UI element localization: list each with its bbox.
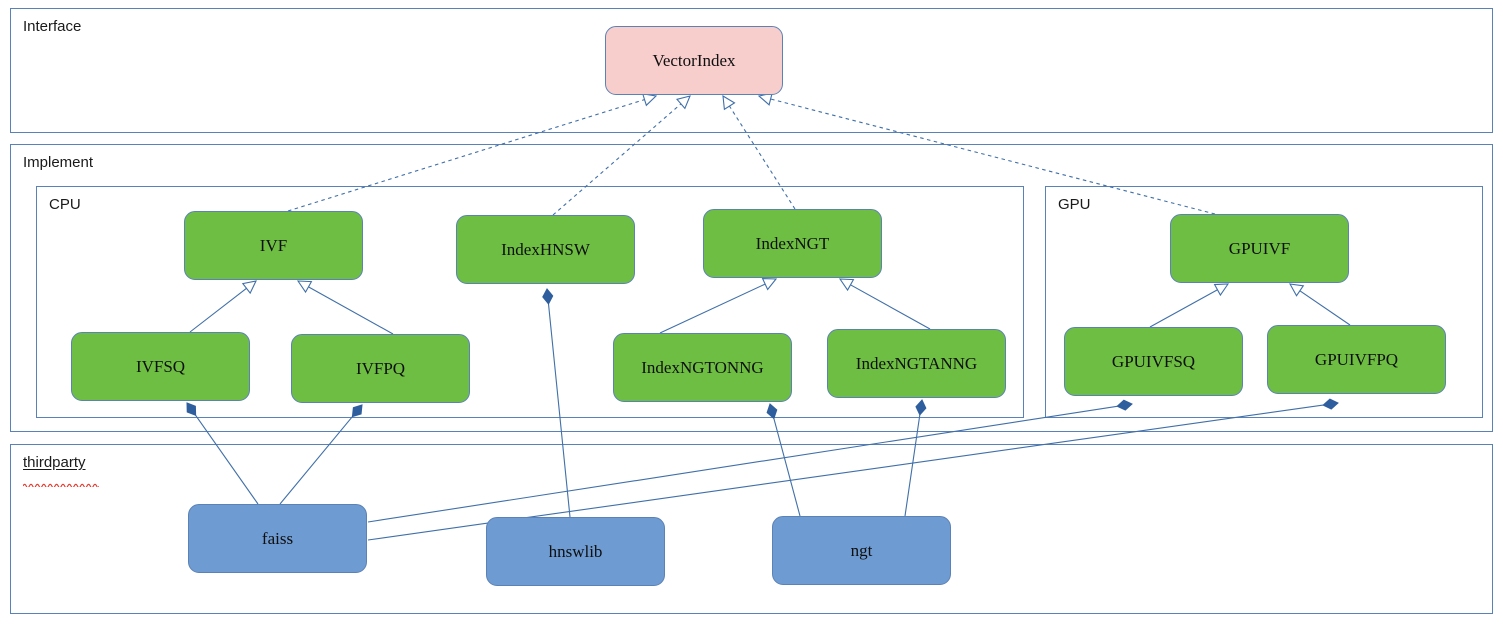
class-node-label: GPUIVF	[1228, 239, 1291, 258]
class-node-indexngtonng[interactable]: IndexNGTONNG	[613, 333, 792, 402]
class-node-label: hnswlib	[548, 542, 603, 561]
class-node-label: IndexNGT	[755, 234, 830, 253]
class-node-gpuivf[interactable]: GPUIVF	[1170, 214, 1349, 283]
group-label-cpu: CPU	[49, 196, 81, 213]
class-node-label: IVFSQ	[135, 357, 186, 376]
class-node-label: IVF	[259, 236, 288, 255]
class-node-ivf[interactable]: IVF	[184, 211, 363, 280]
class-node-label: GPUIVFPQ	[1314, 350, 1399, 369]
class-node-label: IndexHNSW	[501, 240, 590, 259]
class-node-hnswlib[interactable]: hnswlib	[486, 517, 665, 586]
class-node-indexngtanng[interactable]: IndexNGTANNG	[827, 329, 1006, 398]
class-node-label: VectorIndex	[652, 51, 736, 70]
group-label-interface: Interface	[23, 18, 82, 35]
class-node-indexngt[interactable]: IndexNGT	[703, 209, 882, 278]
class-node-label: IndexNGTONNG	[641, 358, 764, 377]
class-node-label: IVFPQ	[355, 359, 406, 378]
class-node-gpuivfsq[interactable]: GPUIVFSQ	[1064, 327, 1243, 396]
group-label-gpu: GPU	[1058, 196, 1091, 213]
group-label-implement: Implement	[23, 154, 94, 171]
class-node-label: faiss	[261, 529, 294, 548]
class-node-ngt[interactable]: ngt	[772, 516, 951, 585]
class-node-ivfpq[interactable]: IVFPQ	[291, 334, 470, 403]
class-node-indexhnsw[interactable]: IndexHNSW	[456, 215, 635, 284]
class-node-label: IndexNGTANNG	[855, 354, 978, 373]
class-node-ivfsq[interactable]: IVFSQ	[71, 332, 250, 401]
class-node-faiss[interactable]: faiss	[188, 504, 367, 573]
class-node-label: GPUIVFSQ	[1111, 352, 1196, 371]
class-node-gpuivfpq[interactable]: GPUIVFPQ	[1267, 325, 1446, 394]
group-label-thirdparty: thirdparty	[23, 454, 86, 471]
spellcheck-underline-icon	[22, 474, 100, 489]
class-node-label: ngt	[850, 541, 873, 560]
class-node-vectorindex[interactable]: VectorIndex	[605, 26, 783, 95]
